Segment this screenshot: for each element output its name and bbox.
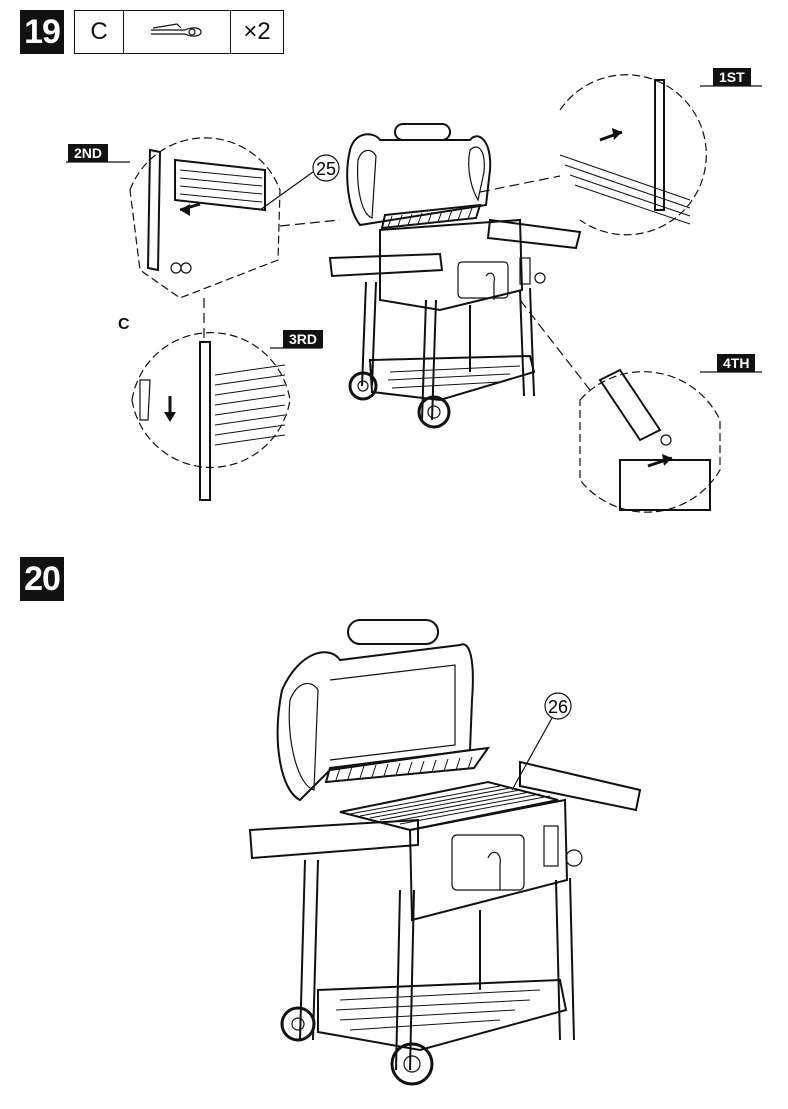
detail-2nd	[130, 138, 280, 298]
callout-26: 26	[548, 697, 568, 717]
grill-step19	[330, 124, 580, 427]
callout-25: 25	[316, 159, 336, 179]
detail-4th	[580, 370, 720, 512]
detail-1st	[560, 75, 706, 235]
grill-step20	[250, 620, 640, 1084]
detail-3rd	[132, 333, 290, 500]
